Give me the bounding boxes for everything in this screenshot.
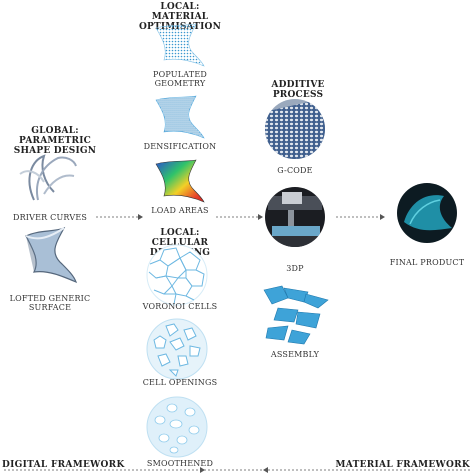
material-framework-label: MATERIAL FRAMEWORK	[335, 460, 470, 470]
digital-framework-label: DIGITAL FRAMEWORK	[2, 460, 125, 470]
final-product-image	[397, 183, 457, 243]
load-areas-label: LOAD AREAS	[151, 206, 209, 215]
printer-3dp-image	[265, 187, 325, 247]
arrowhead-2	[258, 214, 263, 220]
driver-curves-image	[19, 154, 77, 201]
smoothened-label: SMOOTHENED	[146, 459, 214, 468]
threedp-label: 3DP	[286, 264, 304, 273]
additive-process-header: ADDITIVE PROCESS	[271, 80, 325, 100]
voronoi-cells-label: VORONOI CELLS	[142, 302, 218, 311]
final-product-label: FINAL PRODUCT	[389, 258, 465, 267]
cell-openings-image	[146, 318, 208, 380]
driver-curves-label: DRIVER CURVES	[12, 213, 88, 222]
cell-openings-label: CELL OPENINGS	[142, 378, 218, 387]
global-parametric-header: GLOBAL: PARAMETRIC SHAPE DESIGN	[13, 126, 97, 156]
gcode-label: G-CODE	[277, 166, 313, 175]
populated-geometry-image	[155, 23, 205, 67]
lofted-surface-image	[25, 226, 77, 284]
gcode-image	[265, 99, 325, 159]
arrowhead-1	[138, 214, 143, 220]
densification-image	[155, 95, 205, 139]
voronoi-cells-image	[146, 244, 208, 306]
assembly-image	[263, 285, 329, 345]
lofted-surface-label: LOFTED GENERIC SURFACE	[9, 294, 91, 312]
smoothened-image	[146, 396, 208, 458]
densification-label: DENSIFICATION	[143, 142, 217, 151]
assembly-label: ASSEMBLY	[270, 350, 320, 359]
divider-right-arrowhead	[263, 467, 268, 473]
load-areas-image	[155, 159, 205, 203]
populated-geometry-label: POPULATED GEOMETRY	[153, 70, 207, 88]
divider-left-arrowhead	[200, 467, 205, 473]
arrowhead-3	[380, 214, 385, 220]
